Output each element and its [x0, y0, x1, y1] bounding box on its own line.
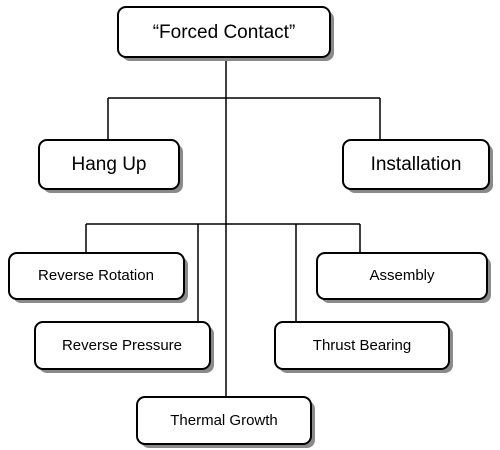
node-reverse-pressure: Reverse Pressure: [34, 321, 214, 373]
node-hang-up: Hang Up: [38, 139, 183, 193]
node-reverse-pressure-label: Reverse Pressure: [62, 337, 182, 354]
node-assembly-label: Assembly: [369, 267, 435, 284]
node-root-label: “Forced Contact”: [153, 22, 296, 43]
node-reverse-rotation-label: Reverse Rotation: [38, 267, 154, 284]
node-thrust-bearing: Thrust Bearing: [274, 321, 453, 373]
node-root: “Forced Contact”: [117, 6, 334, 61]
node-installation-label: Installation: [371, 154, 462, 175]
node-thermal-growth-label: Thermal Growth: [170, 412, 278, 429]
node-installation: Installation: [342, 139, 493, 193]
node-hang-up-label: Hang Up: [72, 154, 147, 175]
node-thermal-growth: Thermal Growth: [136, 396, 315, 448]
node-thrust-bearing-label: Thrust Bearing: [313, 337, 411, 354]
node-reverse-rotation: Reverse Rotation: [8, 252, 188, 303]
connectors: [85, 59, 381, 397]
node-assembly: Assembly: [316, 252, 491, 303]
